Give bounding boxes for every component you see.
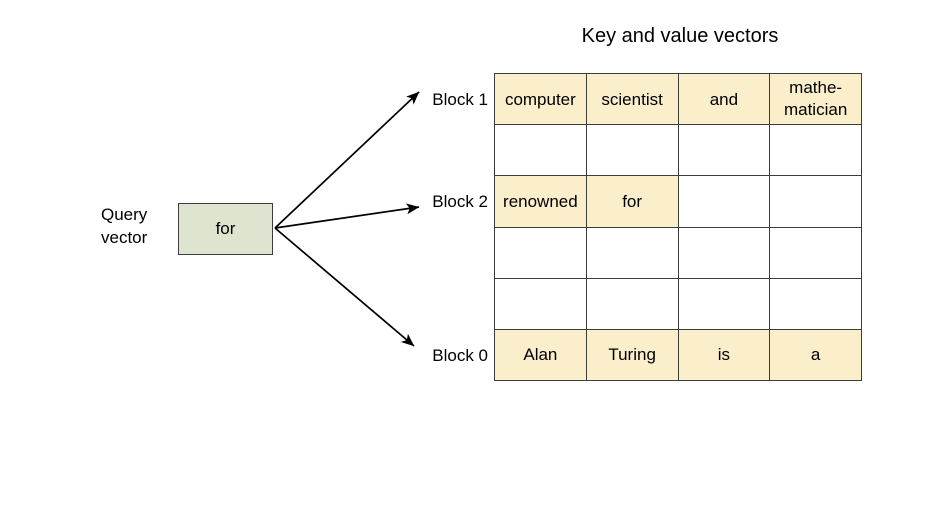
query-vector-label-line1: Query bbox=[101, 205, 148, 224]
page-title: Key and value vectors bbox=[581, 25, 779, 47]
grid-cell-token: for bbox=[586, 176, 679, 228]
grid-cell-empty bbox=[495, 125, 587, 177]
grid-cell-token: a bbox=[770, 329, 862, 381]
query-vector-box[interactable]: for bbox=[178, 203, 273, 255]
grid-cell-empty bbox=[678, 125, 771, 177]
arrow-to-block-0 bbox=[274, 227, 415, 347]
block-label-1: Block 1 bbox=[432, 90, 488, 109]
arrow-to-block-1 bbox=[274, 91, 420, 229]
grid-cell-empty bbox=[586, 125, 679, 177]
grid-cell-token: is bbox=[678, 329, 771, 381]
grid-cell-empty bbox=[678, 176, 771, 228]
grid-cell-token: Turing bbox=[586, 329, 679, 381]
grid-cell-empty bbox=[770, 176, 862, 228]
grid-cell-empty bbox=[770, 227, 862, 279]
grid-cell-empty bbox=[678, 278, 771, 330]
block-label-0: Block 0 bbox=[432, 346, 488, 365]
grid-cell-token: computer bbox=[495, 74, 587, 126]
query-vector-token: for bbox=[215, 219, 236, 238]
grid-cell-empty bbox=[770, 125, 862, 177]
grid-cell-empty bbox=[586, 227, 679, 279]
grid-cell-token: scientist bbox=[586, 74, 679, 126]
query-vector-label-line2: vector bbox=[101, 228, 148, 247]
grid-cell-token: Alan bbox=[495, 329, 587, 381]
grid-cell-empty bbox=[586, 278, 679, 330]
grid-cell-empty bbox=[678, 227, 771, 279]
grid-cell-empty bbox=[770, 278, 862, 330]
query-vector-label: Query vector bbox=[101, 203, 173, 249]
grid-cell-empty bbox=[495, 278, 587, 330]
block-label-2: Block 2 bbox=[432, 192, 488, 211]
grid-cell-token: renowned bbox=[495, 176, 587, 228]
grid-cell-empty bbox=[495, 227, 587, 279]
grid-cell-token: mathe-matician bbox=[770, 74, 862, 126]
grid-cell-token: and bbox=[678, 74, 771, 126]
arrow-to-block-2 bbox=[274, 203, 420, 229]
